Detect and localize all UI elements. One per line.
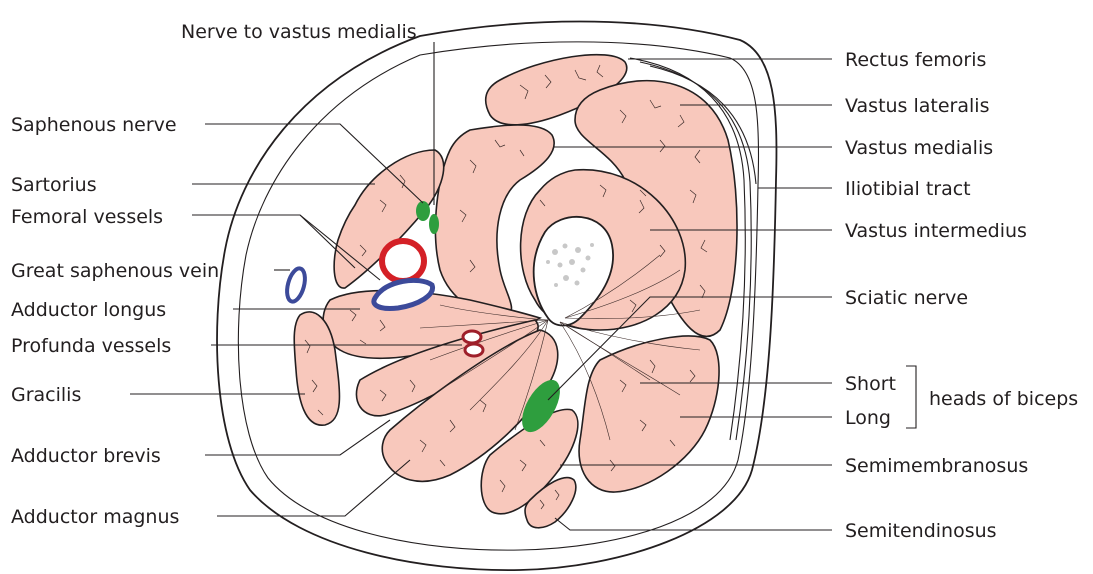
label-sciatic-nerve: Sciatic nerve xyxy=(845,287,968,309)
label-long: Long xyxy=(845,407,891,429)
label-adductor-magnus: Adductor magnus xyxy=(11,506,179,528)
label-femoral-vessels: Femoral vessels xyxy=(11,206,163,228)
label-profunda-vessels: Profunda vessels xyxy=(11,335,171,357)
label-vastus-medialis: Vastus medialis xyxy=(845,137,993,159)
label-semimembranosus: Semimembranosus xyxy=(845,455,1028,477)
label-great-saphenous-vein: Great saphenous vein xyxy=(11,260,219,282)
label-short: Short xyxy=(845,373,896,395)
label-vastus-lateralis: Vastus lateralis xyxy=(845,95,989,117)
label-adductor-brevis: Adductor brevis xyxy=(11,445,161,467)
profunda-vessel-2 xyxy=(465,344,483,356)
label-semitendinosus: Semitendinosus xyxy=(845,520,997,542)
label-heads-of-biceps: heads of biceps xyxy=(929,388,1078,410)
label-iliotibial-tract: Iliotibial tract xyxy=(845,178,971,200)
label-nerve-to-vastus-medialis: Nerve to vastus medialis xyxy=(181,21,417,43)
femoral-artery xyxy=(382,241,424,281)
label-saphenous-nerve: Saphenous nerve xyxy=(11,114,177,136)
profunda-vessel-1 xyxy=(463,331,481,343)
biceps-bracket xyxy=(906,366,916,428)
label-vastus-intermedius: Vastus intermedius xyxy=(845,220,1027,242)
label-sartorius: Sartorius xyxy=(11,174,97,196)
label-rectus-femoris: Rectus femoris xyxy=(845,49,986,71)
label-adductor-longus: Adductor longus xyxy=(11,299,166,321)
nerve-to-vastus-medialis xyxy=(429,214,439,234)
label-gracilis: Gracilis xyxy=(11,384,81,406)
saphenous-nerve xyxy=(416,201,430,221)
